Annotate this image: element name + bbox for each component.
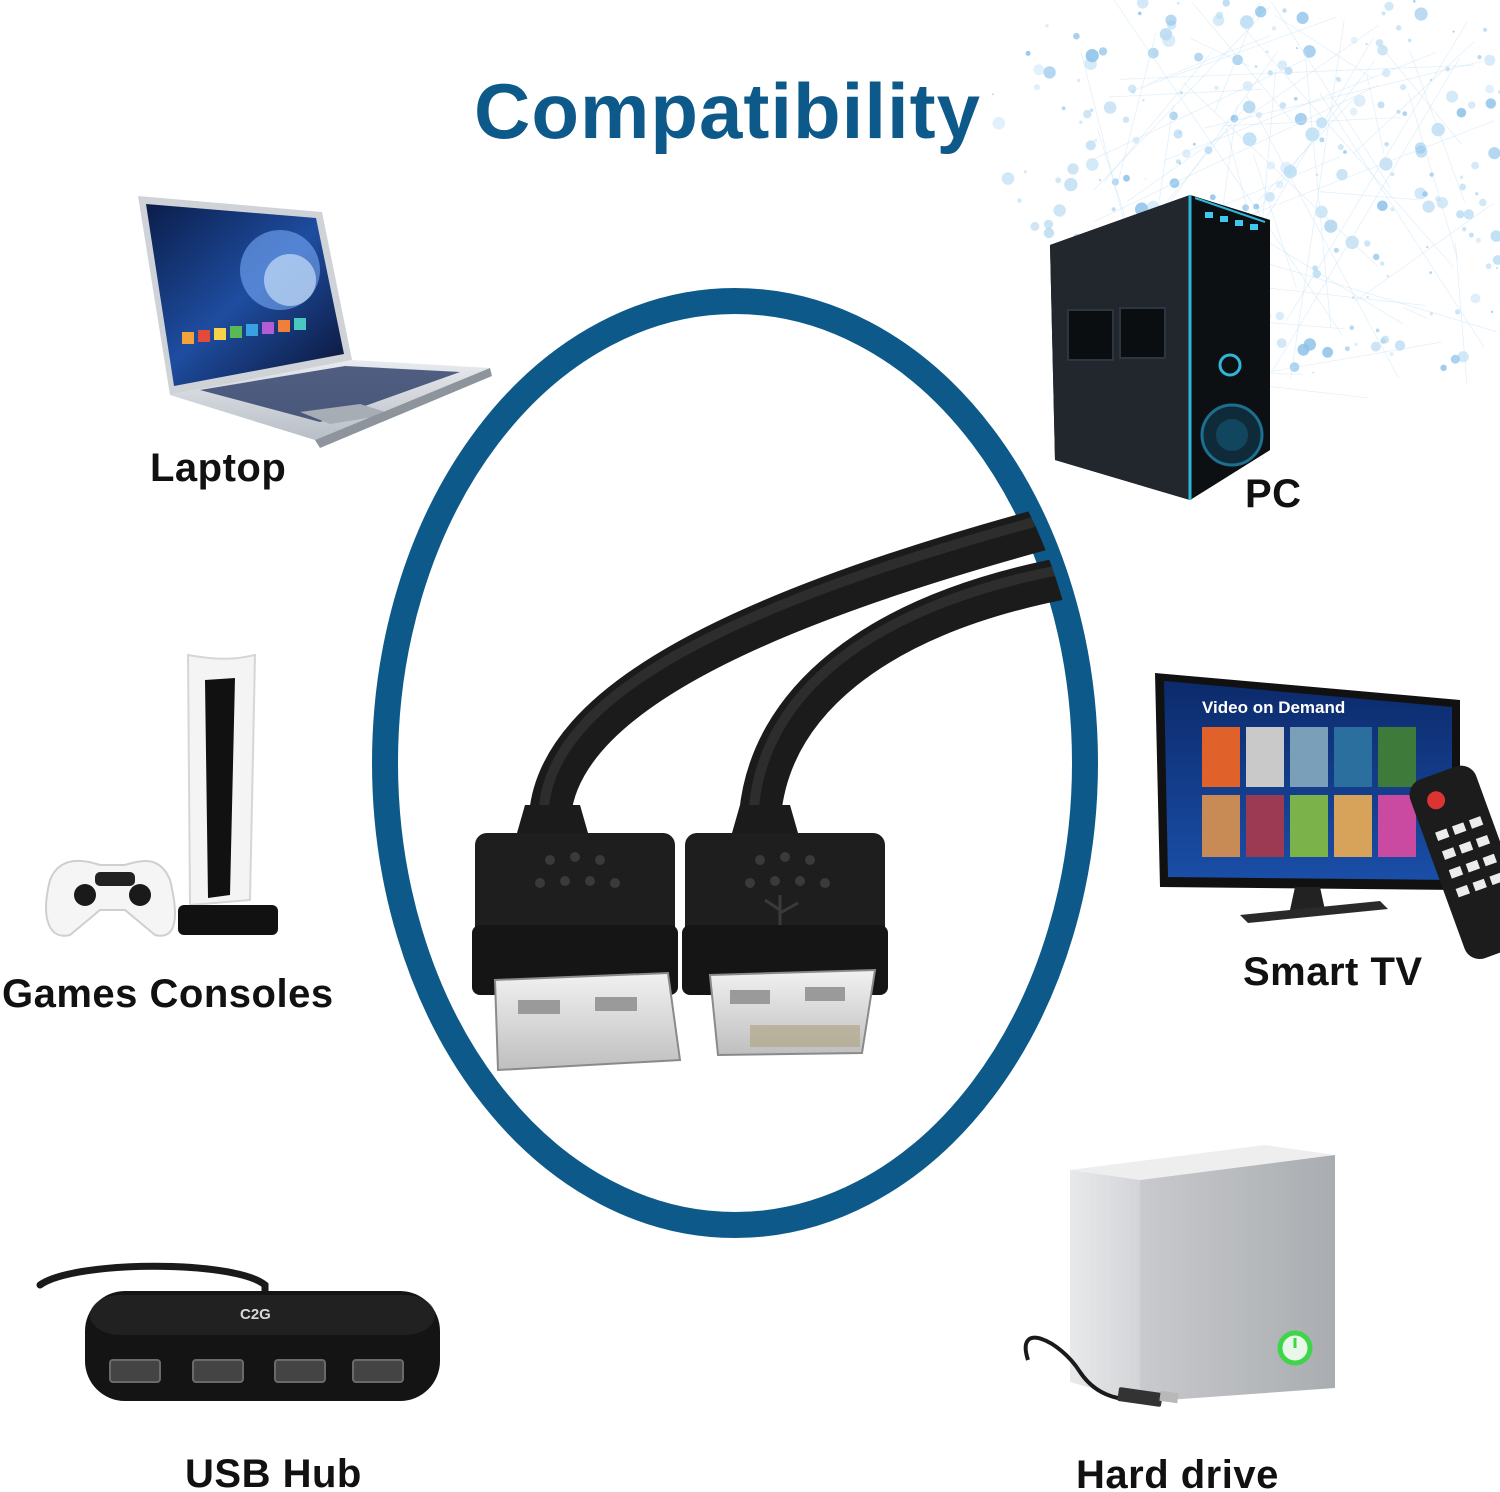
tv-screen-text: Video on Demand [1202, 698, 1345, 717]
usb-hub-icon: C2G [36, 1262, 440, 1401]
page-title: Compatibility [474, 67, 982, 155]
device-label-hard-drive: Hard drive [1076, 1453, 1279, 1492]
device-label-laptop: Laptop [150, 446, 287, 490]
device-label-games-consoles: Games Consoles [2, 972, 334, 1016]
desktop-tower-icon [1050, 195, 1270, 500]
laptop-icon [138, 196, 492, 448]
dotted-globe-background [991, 0, 1500, 399]
device-label-usb-hub: USB Hub [185, 1452, 362, 1492]
hard-drive-icon [1023, 1145, 1335, 1407]
game-console-icon [45, 653, 278, 937]
usb-a-male-connectors-icon [372, 288, 1098, 1238]
hub-brand-text: C2G [240, 1306, 271, 1323]
device-label-smart-tv: Smart TV [1243, 950, 1423, 994]
device-label-pc: PC [1245, 472, 1302, 516]
smart-tv-icon: Video on Demand [1155, 673, 1500, 960]
